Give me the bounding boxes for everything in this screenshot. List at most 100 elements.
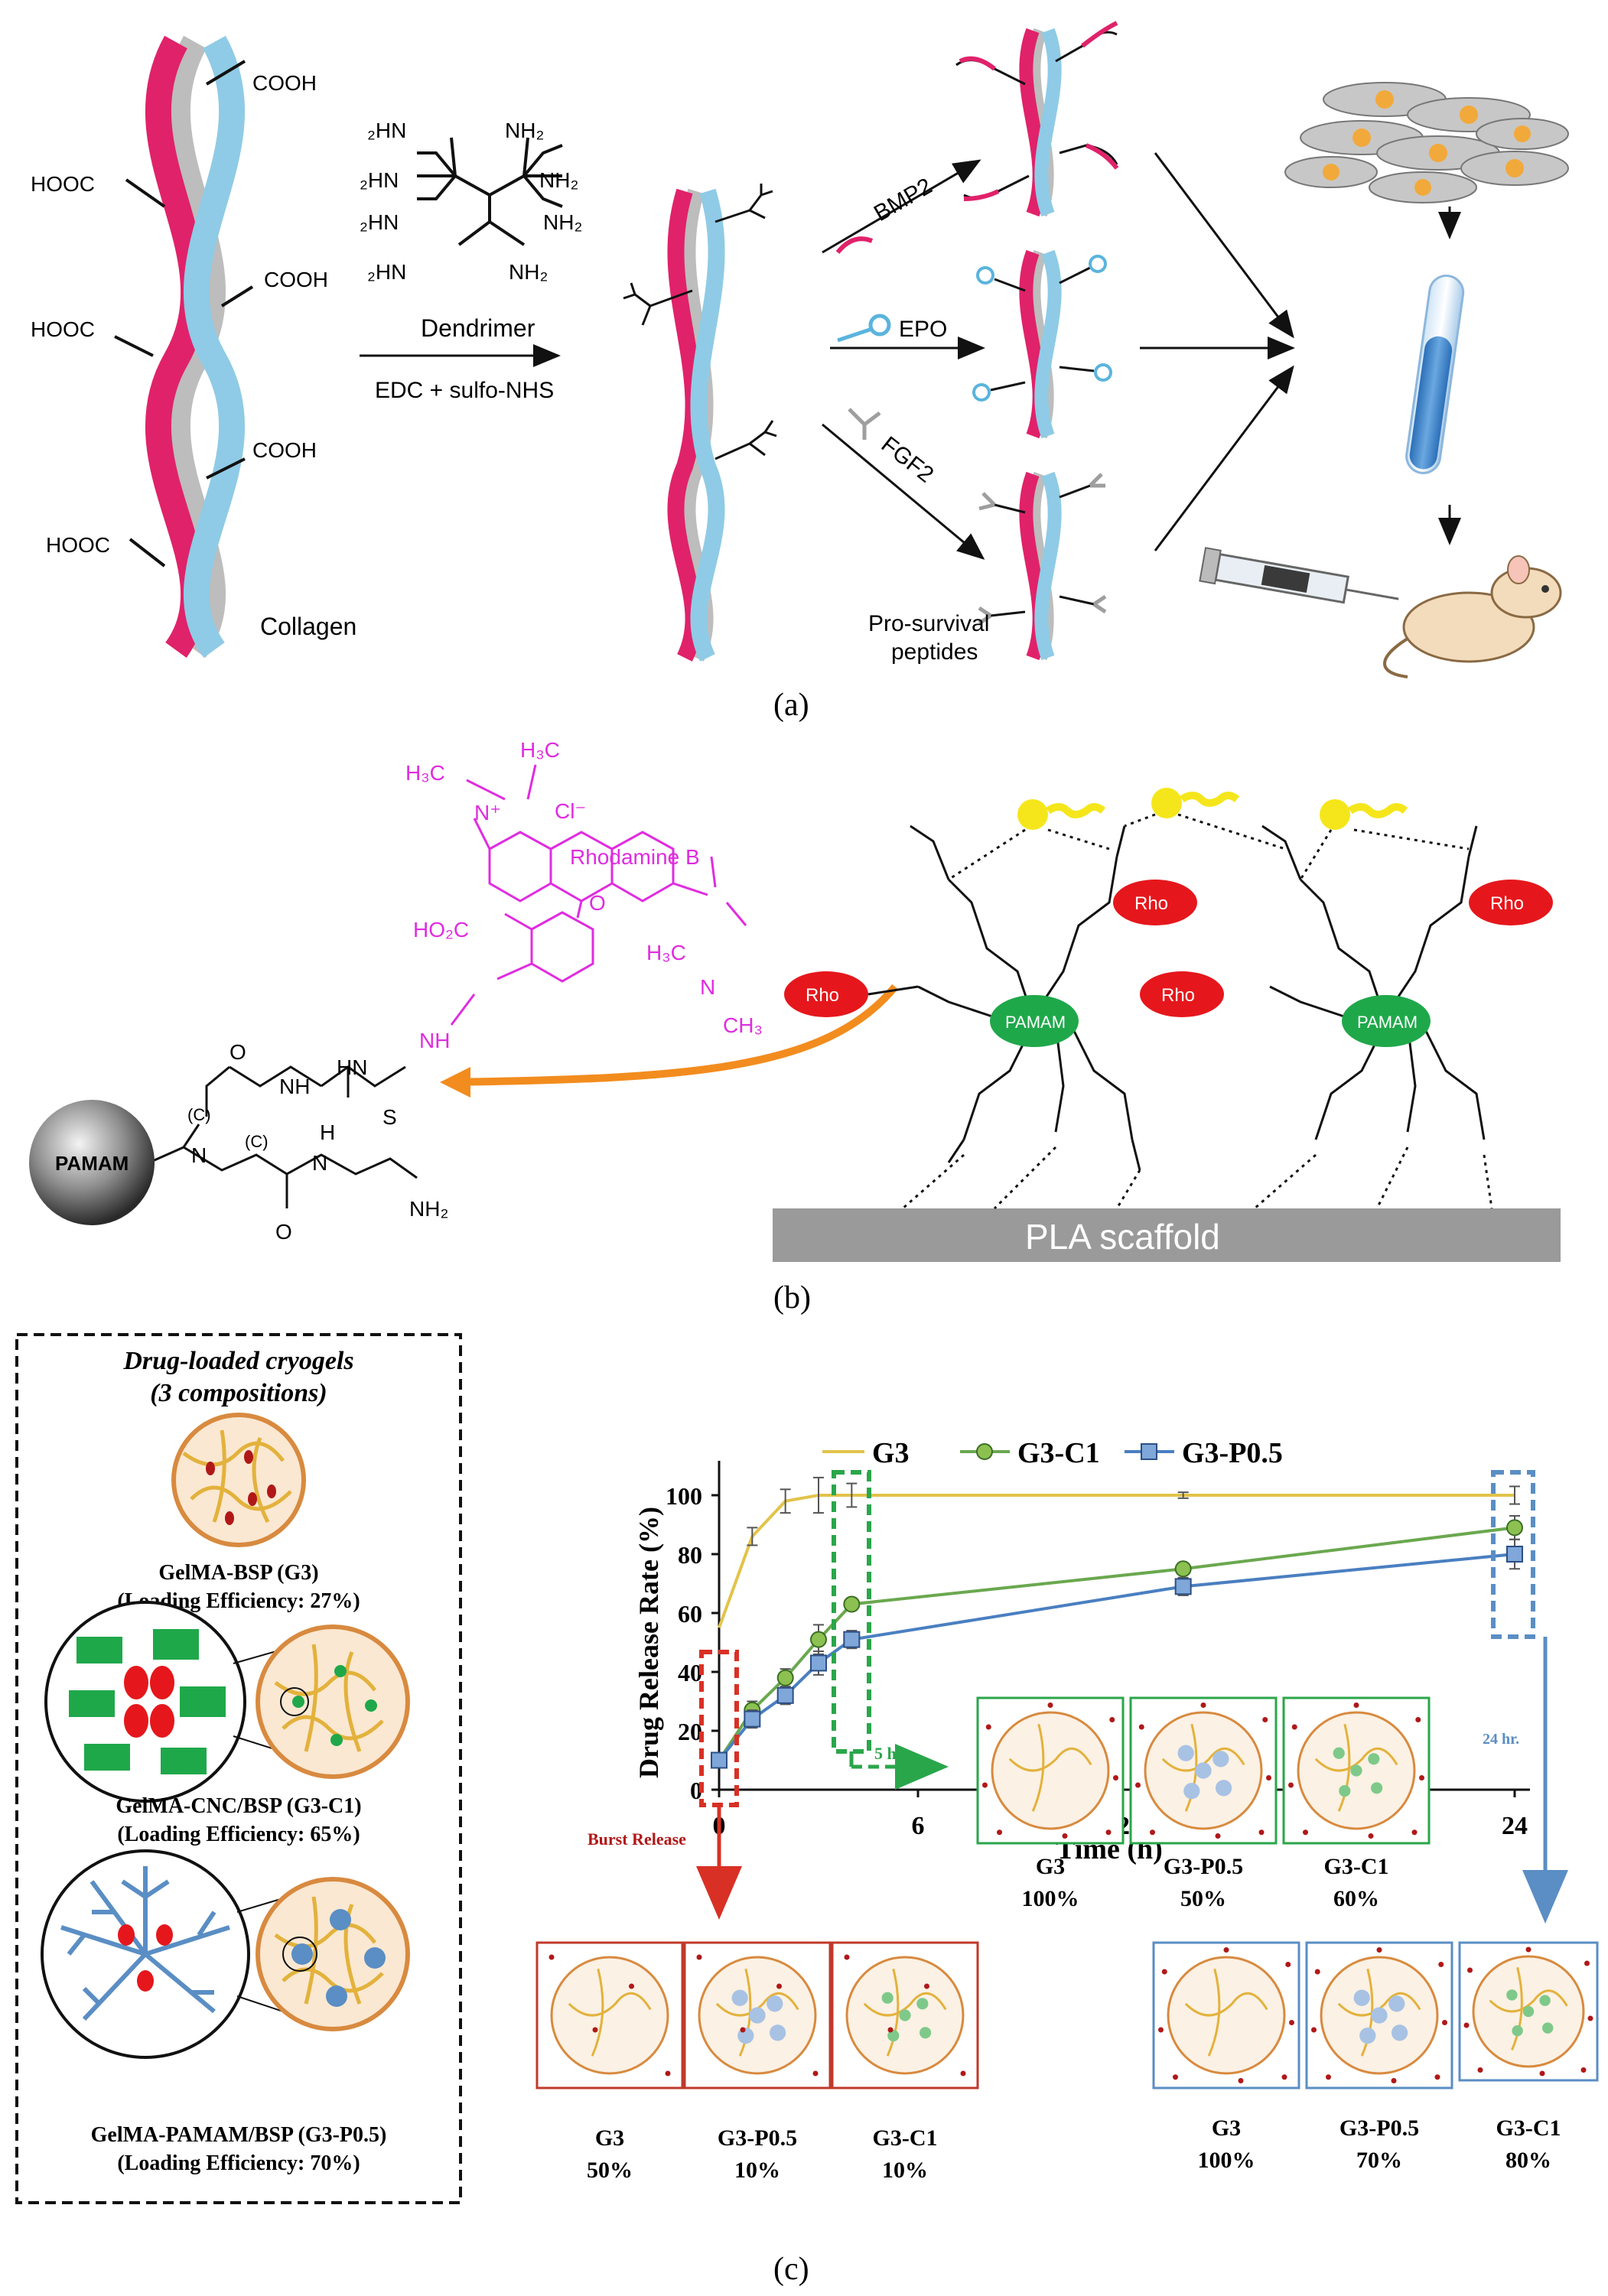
peptides-label-line2: peptides [891,639,978,665]
inset-fibers [1184,1968,1268,2057]
inset-drug-dot [997,1829,1002,1836]
epo-icon [837,314,891,343]
inset-pamam-cluster [1183,1782,1200,1800]
data-point-G3-P0.5 [711,1751,728,1769]
inset-cnc-cluster [1368,1753,1380,1765]
inset-drug-dot [776,1983,782,1989]
hooc-label-1: HOOC [31,172,95,196]
rho-badge-2-label: Rho [1134,893,1168,914]
pamam-core-right [1342,995,1431,1047]
inset-drug-dot [812,2070,819,2076]
inset-drug-dot [1262,1717,1268,1722]
y-tick-label: 100 [666,1482,702,1510]
collagen-helix [114,35,254,658]
inset-drug-dot [1314,1969,1320,1975]
reagents-label: EDC + sulfo-NHS [375,378,554,403]
inset-drug-dot [1326,2074,1331,2080]
linker-nh2: NH₂ [409,1197,448,1221]
inset-drug-dot [696,1954,702,1960]
peptides-label-line1: Pro-survival [868,611,989,636]
inset-pamam-cluster [749,2007,766,2024]
conjugated-helix [623,184,777,662]
inset-fibers [863,1968,947,2057]
data-point-G3-P0.5 [744,1710,761,1728]
inset-cnc-cluster [1506,1989,1518,2001]
inset-drug-dot [1311,2027,1317,2033]
five-hour-box [832,1470,871,1754]
collagen-label: Collagen [260,613,356,640]
mid-inset-label-percent: 60% [1333,1886,1379,1911]
inset-drug-dot [982,1782,988,1788]
inset-drug-dot [1138,1724,1144,1730]
amine-left-2: ₂HN [360,168,399,192]
dendrimer-right [1261,824,1486,1140]
inset-drug-dot [844,1954,850,1960]
ho2c-label: HO₂C [413,918,469,941]
inset-drug-dot [1415,1717,1421,1722]
inset-drug-dot [629,1983,634,1989]
fgf2-helix [978,471,1107,661]
inset-drug-dot [1580,2067,1587,2073]
data-point-G3-C1 [810,1631,827,1648]
inset-fibers [1489,1967,1568,2050]
inset-drug-dot [1215,1833,1221,1839]
inset-cnc-cluster [920,2027,932,2039]
pla-scaffold-label: PLA scaffold [1025,1217,1220,1257]
linker-n-low: N [312,1151,327,1175]
bmp2-label: BMP2 [870,174,936,226]
inset-drug-dot [1062,1833,1068,1839]
epo-helix [972,249,1112,439]
hooc-label-3: HOOC [46,533,110,557]
inset-drug-dot [1173,2074,1178,2080]
y-axis-label: Drug Release Rate (%) [633,1507,664,1778]
data-point-G3-P0.5 [810,1654,827,1672]
cells-illustration [1284,82,1569,203]
x-tick-label: 6 [912,1812,925,1840]
linker-o2: O [275,1220,292,1244]
inset-drug-dot [1438,1962,1444,1967]
legend-g3p05-label: G3-P0.5 [1182,1437,1283,1469]
linker-n-mid: N [191,1143,207,1167]
inset-drug-dot [1391,2078,1397,2083]
final-inset-label-name: G3-C1 [1496,2116,1561,2141]
burst-inset-label-name: G3-P0.5 [718,2125,797,2151]
inset-drug-dot [1047,1702,1053,1708]
mouse-icon [1383,555,1562,678]
twentyfour-hour-label: 24 hr. [1483,1731,1519,1748]
burst-inset-g3c1 [831,1941,979,2089]
final-inset-label-percent: 70% [1356,2148,1402,2173]
final-inset-g3p05 [1305,1941,1453,2089]
inset-pamam-cluster [1359,2027,1376,2044]
panel-c-label: (c) [773,2252,809,2287]
inset-cnc-cluster [1522,2005,1535,2018]
mid-inset-label-percent: 50% [1180,1886,1226,1911]
inset-drug-dot [1419,1775,1424,1781]
rho-badge-1 [784,971,868,1017]
data-point-G3-P0.5 [1506,1546,1523,1563]
final-inset-label-name: G3 [1212,2116,1241,2141]
inset-cnc-cluster [881,1992,894,2004]
pla-scaffold [773,1208,1561,1262]
inset-drug-dot [1467,1967,1473,1973]
inset-drug-dot [1288,1782,1294,1788]
inset-drug-dot [548,1954,555,1960]
burst-inset-label-percent: 10% [882,2158,928,2183]
inset-drug-dot [1368,1833,1374,1839]
amine-right-3: NH₂ [543,210,582,234]
chloride-label: Cl⁻ [555,799,586,823]
h3c-top-right: H₃C [520,738,560,762]
g3-c1-gel-illustration [44,1601,410,1803]
inset-drug-dot [1135,1782,1141,1788]
g3-p05-composition-efficiency: (Loading Efficiency: 70%) [117,2151,360,2175]
amine-left-4: ₂HN [367,260,406,284]
g3-p05-gel-illustration [41,1849,410,2059]
data-point-G3-C1 [1506,1519,1523,1537]
g3-c1-composition-efficiency: (Loading Efficiency: 65%) [117,1823,360,1846]
inset-fibers [1314,1723,1398,1812]
hooc-label-2: HOOC [31,317,95,341]
inset-pamam-cluster [769,2024,786,2041]
inset-drug-dot [1158,2027,1164,2033]
series-line-G3 [718,1494,1515,1628]
pamam-core-left-label: PAMAM [1005,1013,1066,1032]
